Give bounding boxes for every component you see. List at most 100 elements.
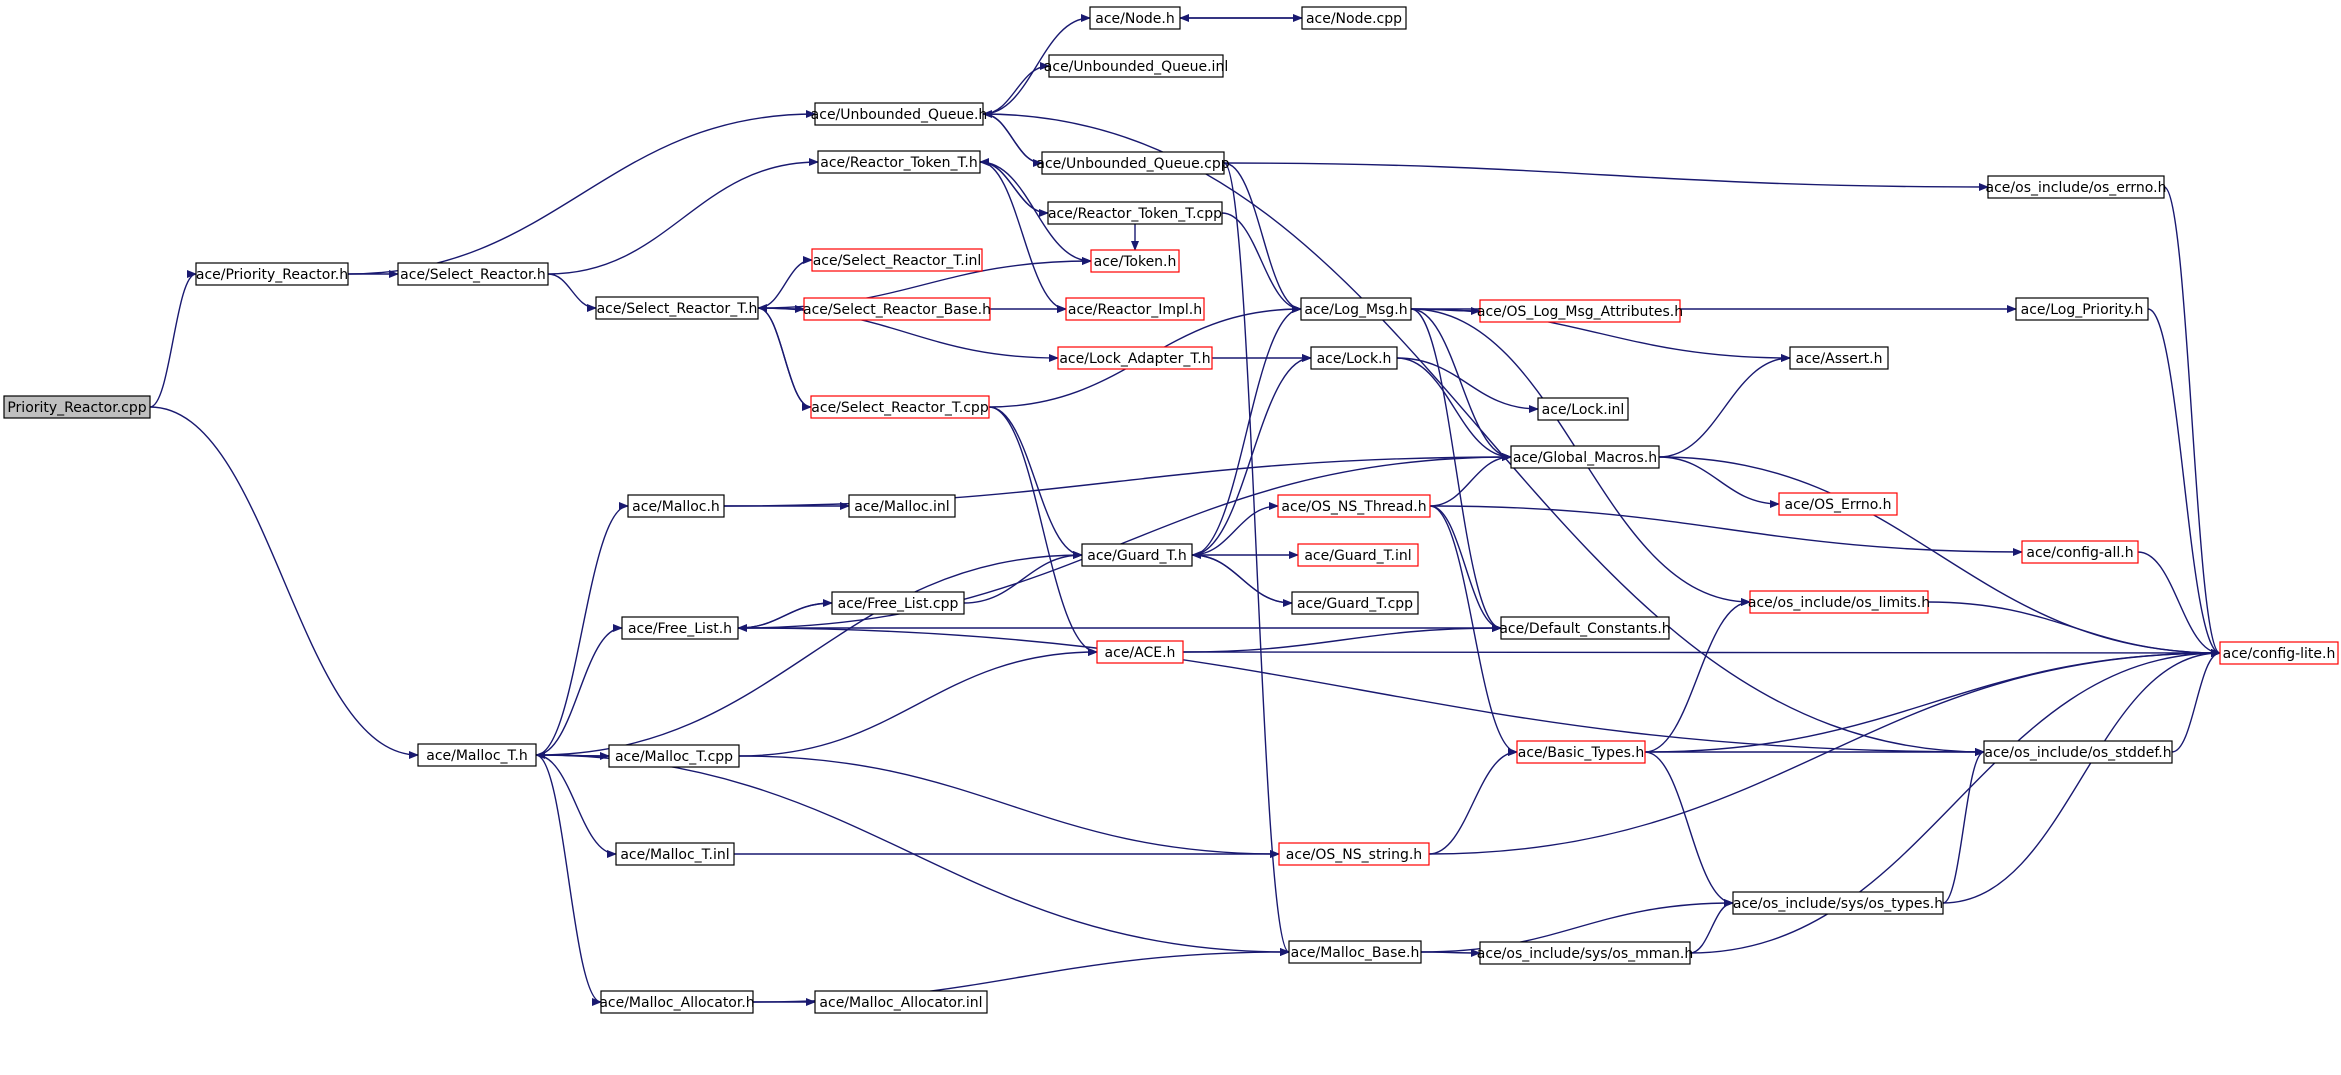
node-unb-q-inl[interactable]: ace/Unbounded_Queue.inl [1044,54,1228,78]
node-box[interactable] [1310,346,1398,370]
node-os-logattr[interactable]: ace/OS_Log_Msg_Attributes.h [1477,299,1683,323]
node-node-cpp[interactable]: ace/Node.cpp [1301,6,1407,30]
node-malloc-h[interactable]: ace/Malloc.h [627,494,725,518]
node-box[interactable] [397,262,549,286]
node-config-all[interactable]: ace/config-all.h [2021,540,2139,564]
node-box[interactable] [814,990,988,1014]
node-box[interactable] [1983,740,2173,764]
node-box[interactable] [1089,6,1181,30]
node-box[interactable] [2219,641,2339,665]
node-box[interactable] [1047,201,1223,225]
node-malloc-alloc-inl[interactable]: ace/Malloc_Allocator.inl [814,990,988,1014]
node-box[interactable] [1096,640,1184,664]
node-box[interactable] [595,296,759,320]
node-box[interactable] [1090,249,1180,273]
node-malloc-inl[interactable]: ace/Malloc.inl [848,494,956,518]
node-guard-h[interactable]: ace/Guard_T.h [1081,543,1193,567]
node-box[interactable] [1041,151,1225,175]
node-config-lite[interactable]: ace/config-lite.h [2219,641,2339,665]
node-box[interactable] [1987,175,2165,199]
node-box[interactable] [1065,297,1205,321]
node-rtt-h[interactable]: ace/Reactor_Token_T.h [817,150,981,174]
node-malloc-base[interactable]: ace/Malloc_Base.h [1288,940,1422,964]
node-glob-mac[interactable]: ace/Global_Macros.h [1510,445,1660,469]
node-os-stddef[interactable]: ace/os_include/os_stddef.h [1983,740,2173,764]
node-box[interactable] [2021,540,2139,564]
node-box[interactable] [1081,543,1193,567]
node-os-ns-str[interactable]: ace/OS_NS_string.h [1278,842,1430,866]
node-box[interactable] [1300,297,1412,321]
node-sel-rbase-h[interactable]: ace/Select_Reactor_Base.h [803,297,991,321]
node-os-errno[interactable]: ace/os_include/os_errno.h [1986,175,2167,199]
node-box[interactable] [1789,346,1889,370]
node-box[interactable] [831,591,965,615]
node-box[interactable] [608,744,740,768]
node-box[interactable] [1479,299,1681,323]
node-guard-cpp[interactable]: ace/Guard_T.cpp [1291,591,1419,615]
node-root[interactable]: Priority_Reactor.cpp [3,395,151,419]
node-box[interactable] [600,990,754,1014]
node-box[interactable] [817,150,981,174]
node-box[interactable] [1479,941,1691,965]
node-os-ns-thr[interactable]: ace/OS_NS_Thread.h [1277,494,1431,518]
node-sel-rt-inl[interactable]: ace/Select_Reactor_T.inl [811,248,983,272]
node-box[interactable] [1778,492,1898,516]
node-box[interactable] [1291,591,1419,615]
node-malloc-alloc-h[interactable]: ace/Malloc_Allocator.h [599,990,755,1014]
node-rtt-cpp[interactable]: ace/Reactor_Token_T.cpp [1047,201,1223,225]
node-box[interactable] [1537,397,1629,421]
node-malloc-t-inl[interactable]: ace/Malloc_T.inl [615,842,735,866]
node-sys-mman[interactable]: ace/os_include/sys/os_mman.h [1477,941,1693,965]
node-logmsg-h[interactable]: ace/Log_Msg.h [1300,297,1412,321]
node-box[interactable] [1277,494,1431,518]
node-token-h[interactable]: ace/Token.h [1090,249,1180,273]
node-prio-h[interactable]: ace/Priority_Reactor.h [195,262,349,286]
node-ace-h[interactable]: ace/ACE.h [1096,640,1184,664]
node-box[interactable] [814,102,984,126]
node-box[interactable] [1297,543,1419,567]
node-box[interactable] [2015,297,2149,321]
node-lock-h[interactable]: ace/Lock.h [1310,346,1398,370]
node-sel-rt-h[interactable]: ace/Select_Reactor_T.h [595,296,759,320]
node-box[interactable] [615,842,735,866]
node-box[interactable] [1732,891,1944,915]
node-box[interactable] [1057,346,1213,370]
node-box[interactable] [848,494,956,518]
node-box[interactable] [1510,445,1660,469]
node-box[interactable] [195,262,349,286]
node-unb-q-cpp[interactable]: ace/Unbounded_Queue.cpp [1036,151,1230,175]
node-box[interactable] [811,248,983,272]
node-box[interactable] [417,743,537,767]
node-box[interactable] [1749,590,1929,614]
node-os-errno-h[interactable]: ace/OS_Errno.h [1778,492,1898,516]
node-assert-h[interactable]: ace/Assert.h [1789,346,1889,370]
node-guard-inl[interactable]: ace/Guard_T.inl [1297,543,1419,567]
node-free-cpp[interactable]: ace/Free_List.cpp [831,591,965,615]
node-box[interactable] [1288,940,1422,964]
node-defconst[interactable]: ace/Default_Constants.h [1499,616,1671,640]
node-box[interactable] [3,395,151,419]
node-unb-q-h[interactable]: ace/Unbounded_Queue.h [811,102,988,126]
node-box[interactable] [1048,54,1224,78]
node-box[interactable] [1301,6,1407,30]
node-box[interactable] [1278,842,1430,866]
node-sys-types[interactable]: ace/os_include/sys/os_types.h [1732,891,1944,915]
node-free-h[interactable]: ace/Free_List.h [621,616,739,640]
node-lockad-h[interactable]: ace/Lock_Adapter_T.h [1057,346,1213,370]
node-rimpl-h[interactable]: ace/Reactor_Impl.h [1065,297,1205,321]
node-box[interactable] [803,297,991,321]
node-box[interactable] [810,395,990,419]
node-lock-inl[interactable]: ace/Lock.inl [1537,397,1629,421]
node-box[interactable] [1516,740,1646,764]
node-os-limits[interactable]: ace/os_include/os_limits.h [1748,590,1930,614]
node-node-h[interactable]: ace/Node.h [1089,6,1181,30]
node-box[interactable] [621,616,739,640]
node-malloc-t-h[interactable]: ace/Malloc_T.h [417,743,537,767]
node-box[interactable] [627,494,725,518]
node-basic-types[interactable]: ace/Basic_Types.h [1516,740,1646,764]
node-logprio-h[interactable]: ace/Log_Priority.h [2015,297,2149,321]
node-malloc-t-cpp[interactable]: ace/Malloc_T.cpp [608,744,740,768]
node-sel-r-h[interactable]: ace/Select_Reactor.h [397,262,549,286]
node-sel-rt-cpp[interactable]: ace/Select_Reactor_T.cpp [810,395,990,419]
node-box[interactable] [1500,616,1670,640]
